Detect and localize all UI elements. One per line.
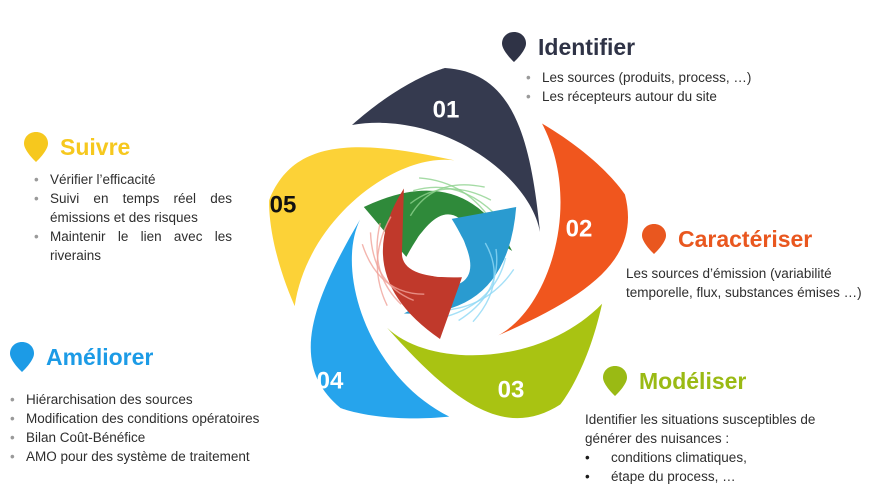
step-list: Les sources (produits, process, …)Les ré… [524,68,830,106]
map-pin-icon [10,342,34,372]
swirl-segment-2 [403,207,517,314]
pin-shape [10,342,34,372]
step-number: 05 [270,191,297,218]
cycle-blade-1 [352,68,540,232]
list-item: Maintenir le lien avec les riverains [32,227,232,265]
swirl-streak [376,216,392,307]
cycle-blade-5 [269,147,455,307]
step-identifier: Identifier Les sources (produits, proces… [500,30,830,106]
step-title: Modéliser [639,367,747,394]
tri-color-swirl-logo [361,177,517,339]
list-item: Modification des conditions opératoires [8,409,328,428]
swirl-streak [376,222,402,305]
list-item: Suivi en temps réel des émissions et des… [32,189,232,227]
swirl-streak [472,242,495,323]
step-number: 01 [433,96,460,123]
step-list: conditions climatiques,étape du process,… [581,448,890,486]
step-description: Identifier les situations susceptibles d… [585,412,816,446]
map-pin-icon [642,224,666,254]
map-pin-icon [502,32,526,62]
swirl-streak [409,184,485,217]
list-item: Vérifier l’efficacité [32,170,232,189]
list-item: Hiérarchisation des sources [8,390,328,409]
step-title: Caractériser [678,225,813,252]
pin-shape [502,32,526,62]
pin-shape [603,366,627,396]
swirl-segment-3 [382,188,462,339]
step-caracteriser: Caractériser Les sources d’émission (var… [626,222,891,302]
cycle-blade-2 [498,123,628,336]
swirl-center [414,225,466,277]
swirl-streak [413,186,495,214]
step-title: Améliorer [46,343,154,370]
list-item: étape du process, … [581,467,890,486]
step-modeliser: Modéliser Identifier les situations susc… [585,364,890,486]
swirl-streak [361,243,425,295]
list-item: AMO pour des système de traitement [8,447,328,466]
list-item: Les récepteurs autour du site [524,87,830,106]
step-title: Identifier [538,33,636,60]
step-number: 03 [498,376,525,403]
step-list: Hiérarchisation des sourcesModification … [8,390,328,466]
step-list: Vérifier l’efficacitéSuivi en temps réel… [32,170,232,265]
step-suivre: Suivre Vérifier l’efficacitéSuivi en tem… [22,130,232,265]
step-description: Les sources d’émission (variabilité temp… [626,266,862,300]
pin-shape [24,132,48,162]
swirl-streak [445,257,507,318]
cycle-blade-3 [387,303,603,419]
cycle-blade-4 [310,219,450,419]
step-number: 02 [566,215,593,242]
step-title: Suivre [60,133,131,160]
pin-shape [642,224,666,254]
map-pin-icon [24,132,48,162]
list-item: conditions climatiques, [581,448,890,467]
map-pin-icon [603,366,627,396]
swirl-streak [409,188,492,205]
step-ameliorer: Améliorer Hiérarchisation des sourcesMod… [8,340,328,466]
list-item: Les sources (produits, process, …) [524,68,830,87]
list-item: Bilan Coût-Bénéfice [8,428,328,447]
